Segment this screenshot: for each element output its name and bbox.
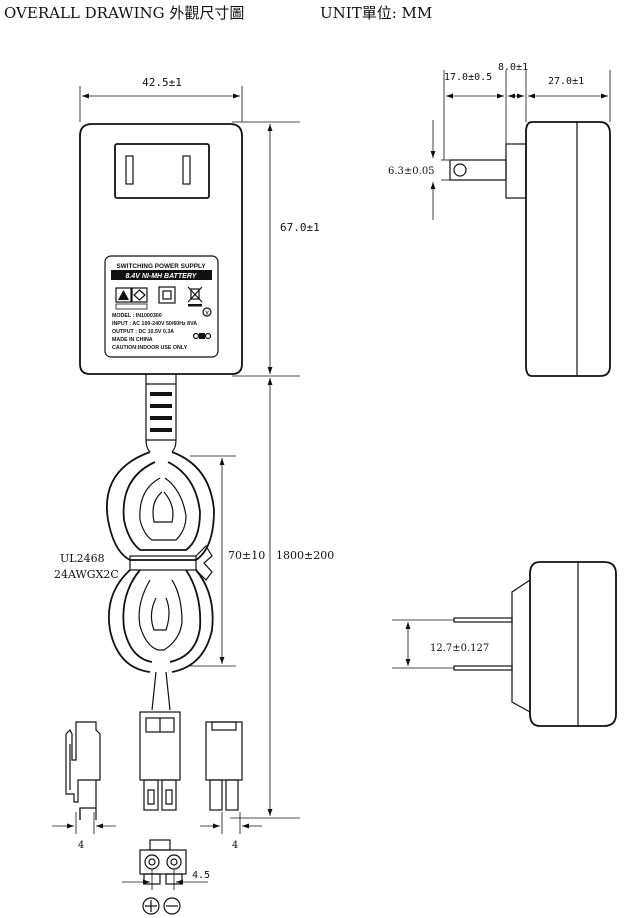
- adapter-side-view: [441, 121, 611, 377]
- outlet-slot-left: [125, 155, 134, 185]
- dim-conn-left: 4: [78, 840, 84, 851]
- label-banner-bg: [111, 270, 212, 280]
- rating-label: [104, 255, 219, 358]
- cable-spec-line1: UL2468: [60, 552, 105, 565]
- dim-pin-diameter: 6.3±0.05: [388, 166, 435, 177]
- warning-symbol-box: [115, 287, 132, 303]
- label-output: OUTPUT : DC 10.5V 0.3A: [112, 329, 174, 335]
- label-caution: CAUTION:INDOOR USE ONLY: [112, 345, 188, 351]
- label-banner: 8.4V NI-MH BATTERY: [126, 273, 198, 280]
- pin-upper: [453, 617, 513, 623]
- dim-pin-length: 17.0±0.5: [444, 72, 492, 83]
- dim-cable-length: 1800±200: [276, 549, 334, 562]
- dimension-lines: [52, 70, 611, 890]
- weee-bin-icon: [187, 286, 203, 307]
- pin-lower: [453, 665, 513, 671]
- label-model: MODEL : IN1000300: [112, 313, 162, 319]
- dim-plug-pitch: 4.5: [192, 870, 210, 881]
- double-insulation-icon: [158, 286, 176, 304]
- dim-depth: 27.0±1: [548, 76, 584, 87]
- minus-icon: [163, 897, 181, 915]
- outlet-slot-right: [182, 155, 191, 185]
- label-input: INPUT : AC 100-240V 50/60Hz 8VA: [112, 321, 197, 327]
- adapter-front-view: SWITCHING POWER SUPPLY 8.4V NI-MH BATTER…: [79, 123, 243, 375]
- dim-coil-length: 70±10: [228, 549, 265, 562]
- strain-relief: [145, 374, 177, 453]
- diamond-icon: [133, 289, 146, 301]
- hatch-strip: [115, 303, 148, 310]
- label-made: MADE IN CHINA: [112, 337, 153, 343]
- svg-text:V: V: [205, 311, 209, 317]
- polarity-symbols: [142, 897, 181, 915]
- plug-pin: [449, 159, 507, 181]
- cable-tie-tab: [195, 545, 213, 581]
- plug-face: [139, 839, 187, 885]
- cable-tie: [129, 555, 197, 571]
- warning-triangle-icon: [118, 290, 129, 300]
- coiled-cable: [106, 451, 215, 711]
- drawing-title: OVERALL DRAWING 外觀尺寸圖: [4, 4, 244, 22]
- pin-plate: [505, 143, 527, 199]
- safety-symbol-box: [131, 287, 148, 303]
- dc-polarity-icon: [192, 332, 212, 340]
- dim-height: 67.0±1: [280, 221, 320, 234]
- connector-side-view: [65, 721, 101, 820]
- pin-hole: [453, 163, 467, 177]
- pin-plate-bottom: [511, 579, 531, 713]
- connector-rear-view: [205, 721, 243, 811]
- outlet-recess: [114, 143, 210, 199]
- dim-pin-spacing: 12.7±0.127: [430, 643, 489, 654]
- efficiency-mark: [202, 307, 212, 317]
- unit-label: UNIT單位: MM: [320, 4, 432, 22]
- dim-width: 42.5±1: [142, 76, 182, 89]
- dim-plate-thickness: 8.0±1: [498, 62, 528, 73]
- label-line1: SWITCHING POWER SUPPLY: [116, 263, 206, 270]
- dim-conn-right: 4: [232, 840, 238, 851]
- plus-icon: [142, 897, 160, 915]
- connector-front-view: [139, 711, 181, 811]
- cable-spec-line2: 24AWGX2C: [54, 568, 119, 581]
